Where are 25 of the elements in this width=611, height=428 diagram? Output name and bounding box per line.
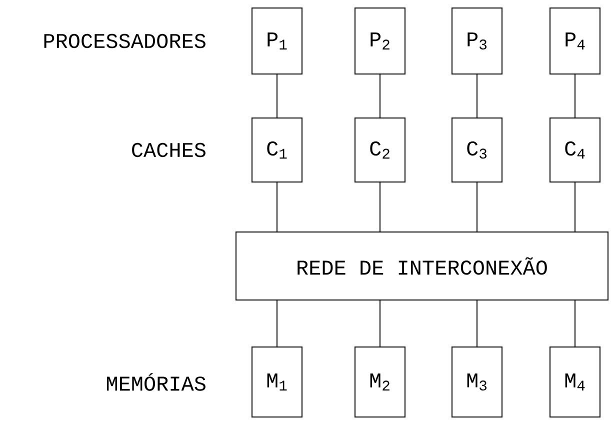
connector-line	[574, 300, 576, 347]
row-label: PROCESSADORES	[44, 34, 206, 48]
row-label: MEMÓRIAS	[107, 373, 206, 391]
unit-box: P$_{4}$	[550, 8, 600, 74]
connector-line	[574, 74, 576, 118]
connector-line	[276, 182, 278, 232]
unit-box: C$_{1}$	[252, 118, 302, 182]
connector-line	[276, 300, 278, 347]
connector-line	[574, 182, 576, 232]
unit-box: M$_{2}$	[354, 346, 406, 418]
unit-box: P$_{2}$	[354, 8, 406, 74]
row-label: CACHES	[132, 142, 206, 158]
unit-box: C$_{4}$	[550, 118, 600, 182]
connector-line	[476, 300, 478, 347]
connector-line	[276, 74, 278, 118]
network-box: REDE DE INTERCONEXÃO	[236, 232, 608, 300]
connector-line	[476, 182, 478, 232]
unit-box: M$_{3}$	[452, 346, 502, 418]
unit-box: M$_{1}$	[252, 346, 302, 418]
connector-line	[476, 74, 478, 118]
unit-box: P$_{3}$	[452, 8, 502, 74]
unit-box: C$_{3}$	[452, 118, 502, 182]
unit-box: C$_{2}$	[354, 118, 406, 182]
unit-box: P$_{1}$	[252, 8, 302, 74]
unit-box: M$_{4}$	[550, 346, 600, 418]
